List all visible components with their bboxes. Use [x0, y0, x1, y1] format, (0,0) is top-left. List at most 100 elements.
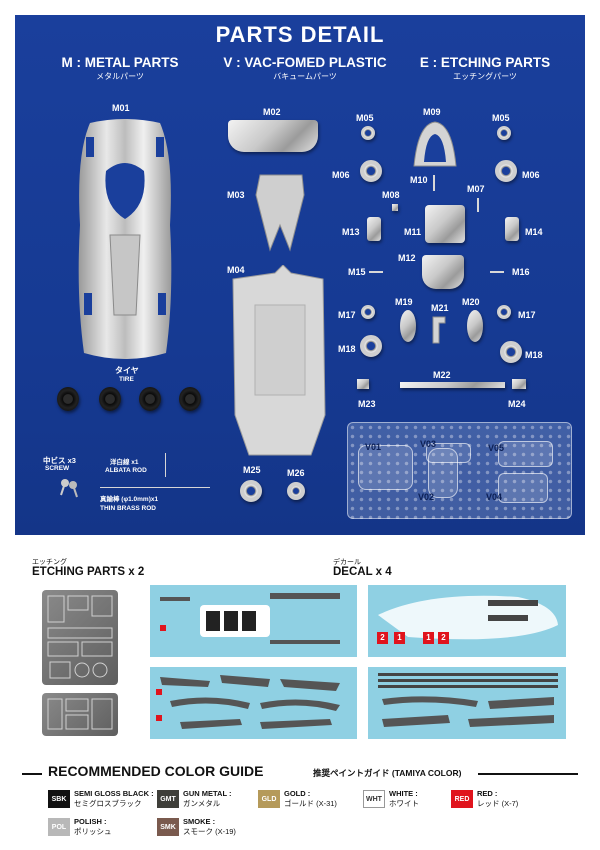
screw-icon: [60, 479, 78, 498]
color-smk-name: SMOKE :: [183, 817, 216, 826]
part-label-m16: M16: [512, 267, 530, 277]
part-label-m10: M10: [410, 175, 428, 185]
category-etching-en: E : ETCHING PARTS: [419, 55, 551, 70]
category-vac: V : VAC-FOMED PLASTIC バキュームパーツ: [220, 55, 390, 82]
part-m11: [425, 205, 465, 243]
part-label-m21: M21: [431, 303, 449, 313]
decal-number-1b: 1: [423, 632, 434, 644]
part-m18-left: [360, 335, 382, 357]
page-title: PARTS DETAIL: [215, 22, 385, 47]
part-label-m08: M08: [382, 190, 400, 200]
part-label-m18-right: M18: [525, 350, 543, 360]
part-m16: [490, 271, 504, 273]
color-guide-rule-right: [478, 773, 578, 775]
color-guide-subtitle: 推奨ペイントガイド (TAMIYA COLOR): [313, 768, 462, 778]
swatch-red: RED: [451, 790, 473, 808]
category-metal-jp: メタルパーツ: [96, 72, 144, 81]
parts-detail-panel: PARTS DETAIL M : METAL PARTS メタルパーツ V : …: [15, 15, 585, 535]
color-pol: POLISH : ポリッシュ: [74, 817, 112, 837]
tire-label-en: TIRE: [119, 376, 134, 383]
swatch-wht: WHT: [363, 790, 385, 808]
part-label-m13: M13: [342, 227, 360, 237]
part-label-m03: M03: [227, 190, 245, 200]
tire-2: [99, 387, 121, 411]
thin-rod: [100, 487, 210, 488]
part-m15: [369, 271, 383, 273]
color-red: RED : レッド (X-7): [477, 789, 518, 809]
part-m03: [255, 174, 305, 252]
color-guide-rule-left: [22, 773, 42, 775]
part-m21: [432, 316, 446, 344]
part-label-m22: M22: [433, 370, 451, 380]
part-m23: [357, 379, 369, 389]
etching-section-title: ETCHING PARTS x 2: [32, 566, 145, 578]
swatch-gmt: GMT: [157, 790, 179, 808]
part-label-m26: M26: [287, 468, 305, 478]
part-label-m20: M20: [462, 297, 480, 307]
screw-label-en: SCREW: [45, 465, 70, 472]
part-v02: [428, 448, 458, 498]
tire-4: [179, 387, 201, 411]
etching-section-jp: エッチング: [32, 559, 67, 566]
color-gld-jp: ゴールド (X-31): [284, 799, 337, 808]
part-label-m01: M01: [112, 103, 130, 113]
part-label-m06-right: M06: [522, 170, 540, 180]
vac-formed-sheet: [347, 422, 572, 519]
part-m02: [228, 120, 318, 152]
color-pol-name: POLISH :: [74, 817, 107, 826]
part-label-m17-right: M17: [518, 310, 536, 320]
color-red-name: RED :: [477, 789, 498, 798]
part-m22: [400, 382, 505, 388]
part-m26: [287, 482, 305, 500]
decal-sheet-4: [368, 667, 566, 739]
part-label-m06-left: M06: [332, 170, 350, 180]
decal-section-title: DECAL x 4: [333, 566, 392, 578]
part-m09: [413, 121, 457, 167]
albata-label-jp: 洋白線 x1: [110, 459, 139, 466]
category-vac-jp: バキュームパーツ: [273, 72, 337, 81]
part-label-v01: V01: [365, 442, 382, 452]
color-smk: SMOKE : スモーク (X-19): [183, 817, 236, 837]
etching-sheet-1: [42, 590, 118, 685]
category-metal: M : METAL PARTS メタルパーツ: [35, 55, 205, 82]
part-v05: [498, 441, 553, 467]
part-m19: [400, 310, 416, 342]
part-m17-left: [361, 305, 375, 319]
part-label-v04: V04: [486, 492, 503, 502]
part-m17-right: [497, 305, 511, 319]
color-sbk-jp: セミグロスブラック: [74, 799, 142, 808]
part-m13: [367, 217, 381, 241]
tire-label-jp: タイヤ: [115, 366, 139, 375]
color-red-jp: レッド (X-7): [477, 799, 519, 808]
swatch-gld: GLD: [258, 790, 280, 808]
decal-section-jp: デカール: [333, 559, 361, 566]
color-wht-name: WHITE :: [389, 789, 418, 798]
category-etching-jp: エッチングパーツ: [453, 72, 517, 81]
decal-sheet-3-art: [156, 675, 340, 729]
decal-number-2a: 2: [377, 632, 388, 644]
color-gmt: GUN METAL : ガンメタル: [183, 789, 231, 809]
color-gld: GOLD : ゴールド (X-31): [284, 789, 337, 809]
part-label-v02: V02: [418, 492, 435, 502]
decal-sheet-4-art: [378, 673, 558, 727]
part-m25: [240, 480, 262, 502]
swatch-pol: POL: [48, 818, 70, 836]
decal-sheet-2-art: [378, 595, 558, 640]
color-sbk: SEMI GLOSS BLACK : セミグロスブラック: [74, 789, 154, 809]
part-label-m12: M12: [398, 253, 416, 263]
swatch-sbk: SBK: [48, 790, 70, 808]
part-label-m04: M04: [227, 265, 245, 275]
etching-pattern: [47, 595, 113, 679]
part-m04-floor: [232, 265, 326, 456]
part-m06-left: [360, 160, 382, 182]
brass-label-en: THIN BRASS ROD: [100, 505, 156, 512]
part-label-m05-left: M05: [356, 113, 374, 123]
category-metal-en: M : METAL PARTS: [61, 55, 179, 70]
swatch-smk: SMK: [157, 818, 179, 836]
decal-sheet-1: [150, 585, 357, 657]
part-label-m09: M09: [423, 107, 441, 117]
part-label-v03: V03: [420, 439, 437, 449]
part-v04: [498, 473, 548, 503]
color-gmt-name: GUN METAL :: [183, 789, 232, 798]
decal-number-2b: 2: [438, 632, 449, 644]
